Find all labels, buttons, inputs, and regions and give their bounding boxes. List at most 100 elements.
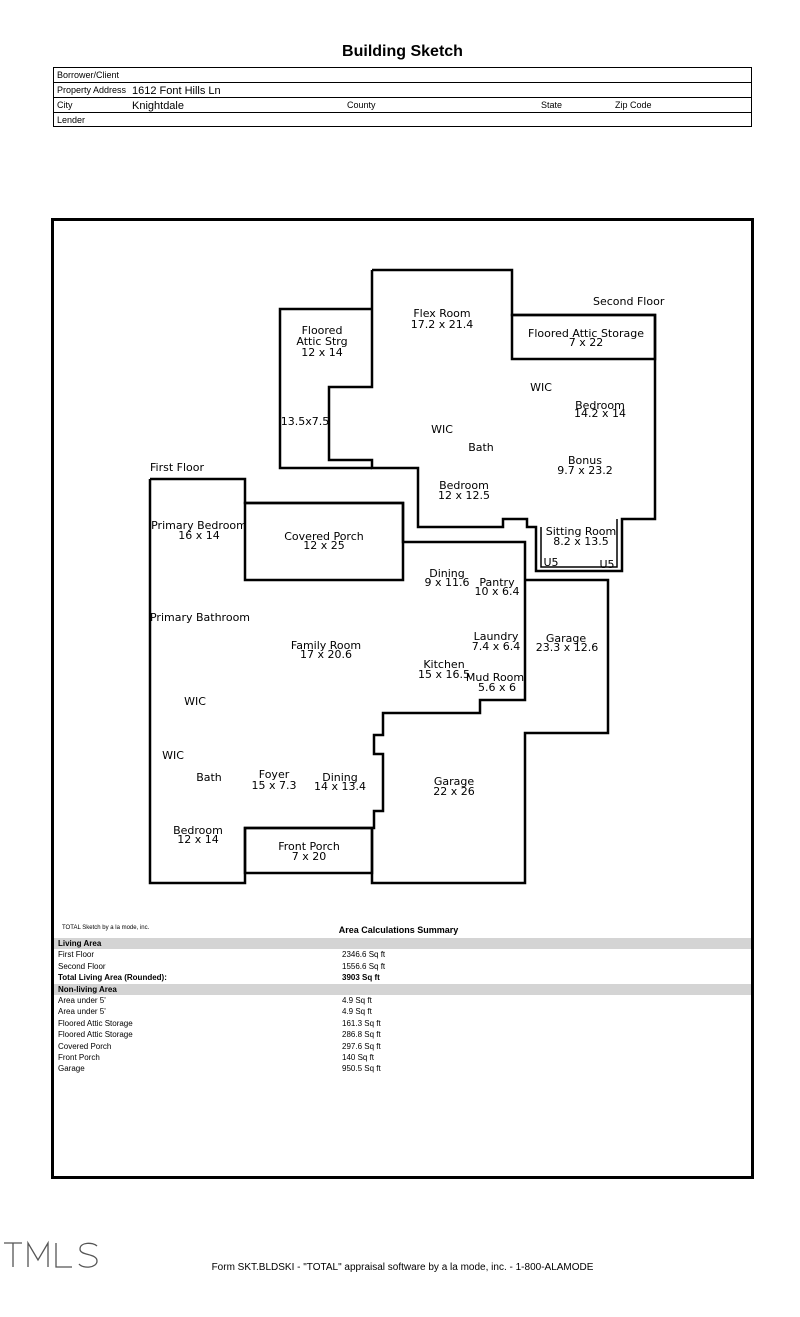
wic-upper-mid: WIC [431,423,453,436]
summary-row-label: Floored Attic Storage [58,1030,133,1040]
address-label: Property Address [57,85,127,95]
summary-row-label: Covered Porch [58,1041,112,1051]
summary-section-header: Living Area [54,938,751,950]
lender-label: Lender [57,115,86,125]
summary-row: Area under 5'4.9 Sq ft [54,995,751,1006]
floored-attic-strg-label-2: Attic Strg [296,335,347,348]
floored-attic-strg-outline [278,307,372,470]
summary-row-label: Floored Attic Storage [58,1018,133,1028]
second-floor-outline [327,268,657,573]
summary-row-value: 1556.6 Sq ft [342,961,386,971]
summary-row-value: 3903 Sq ft [342,973,380,983]
garage-right-label: Garage [546,632,587,645]
room-labels: Second Floor First Floor Flex Room 17.2 … [150,295,665,863]
bonus-dim: 9.7 x 23.2 [557,464,613,477]
garage-bottom-dim: 22 x 26 [433,785,475,798]
summary-row-label: First Floor [58,950,94,960]
summary-row-value: 161.3 Sq ft [342,1018,381,1028]
address-value: 1612 Font Hills Ln [132,85,221,97]
bonus-label: Bonus [568,454,602,467]
floored-attic-storage-label: Floored Attic Storage [528,327,644,340]
footer-note: Form SKT.BLDSKI - "TOTAL" appraisal soft… [211,1262,594,1273]
covered-porch-room [243,501,405,582]
primary-bedroom-dim: 16 x 14 [178,529,220,542]
covered-porch-dim: 12 x 25 [303,539,345,552]
second-floor-label: Second Floor [593,295,665,308]
summary-row: Front Porch 140 Sq ft [54,1052,751,1063]
floored-attic-strg-label-1: Floored [302,324,343,337]
primary-bathroom-label: Primary Bathroom [150,611,250,624]
borrower-row: Borrower/Client [54,68,751,83]
zip-label: Zip Code [615,100,652,110]
bedroom-upper2-label: Bedroom [439,479,489,492]
dim-13-5-label: 13.5x7.5 [281,415,330,428]
city-value: Knightdale [132,100,184,112]
flex-room-dim: 17.2 x 21.4 [411,318,474,331]
wic-lower-2: WIC [162,749,184,762]
family-room-dim: 17 x 20.6 [300,648,352,661]
garage-bottom-label: Garage [434,775,475,788]
mud-room-dim: 5.6 x 6 [478,681,516,694]
foyer-dim: 15 x 7.3 [252,779,297,792]
sitting-room-label: Sitting Room [546,525,617,538]
family-room-label: Family Room [291,639,361,652]
summary-row-label: Living Area [58,939,102,948]
property-info-table: Borrower/Client Property Address 1612 Fo… [53,67,752,127]
sitting-room-dim: 8.2 x 13.5 [553,535,609,548]
borrower-label: Borrower/Client [57,70,120,80]
software-note: TOTAL Sketch by a la mode, inc. [62,925,150,931]
sitting-room-inner [540,519,618,568]
garage-right-dim: 23.3 x 12.6 [536,641,599,654]
front-porch-dim: 7 x 20 [292,850,327,863]
wic-lower-1: WIC [184,695,206,708]
wic-upper-right: WIC [530,381,552,394]
pantry-label: Pantry [479,576,515,589]
summary-row: Floored Attic Storage 161.3 Sq ft [54,1018,751,1029]
bath-upper: Bath [468,441,494,454]
foyer-label: Foyer [259,768,290,781]
pantry-dim: 10 x 6.4 [475,585,520,598]
summary-row: Area under 5'4.9 Sq ft [54,1006,751,1017]
summary-row-label: Area under 5' [58,1007,106,1017]
kitchen-dim: 15 x 16.5 [418,668,470,681]
bedroom-lower-dim: 12 x 14 [177,833,219,846]
u5-right: U5 [599,558,614,571]
floored-attic-strg-dim: 12 x 14 [301,346,343,359]
dining-top-label: Dining [429,567,465,580]
summary-row: Covered Porch 297.6 Sq ft [54,1041,751,1052]
county-label: County [347,100,376,110]
summary-row: Total Living Area (Rounded):3903 Sq ft [54,972,751,983]
lender-row: Lender [54,113,751,128]
primary-bedroom-label: Primary Bedroom [151,519,247,532]
summary-row-value: 297.6 Sq ft [342,1041,381,1051]
floored-attic-storage-room [510,313,657,361]
kitchen-label: Kitchen [423,658,464,671]
dining-top-dim: 9 x 11.6 [425,576,470,589]
tmls-logo [2,1240,102,1275]
city-label: City [57,100,73,110]
summary-title: Area Calculations Summary [338,925,459,935]
flex-room-label: Flex Room [413,307,470,320]
summary-row-value: 140 Sq ft [342,1052,375,1062]
page-title: Building Sketch [342,43,463,60]
front-porch-label: Front Porch [278,840,340,853]
bedroom-upper-label: Bedroom [575,399,625,412]
summary-row-label: Garage [58,1064,85,1074]
laundry-dim: 7.4 x 6.4 [472,640,521,653]
tmls-logo-icon [4,1240,98,1268]
covered-porch-label: Covered Porch [284,530,364,543]
first-floor-label: First Floor [150,461,204,474]
summary-row-label: Front Porch [58,1052,100,1062]
summary-row-label: Second Floor [58,961,106,971]
city-row: City Knightdale County State Zip Code [54,98,751,113]
mud-room-label: Mud Room [466,671,524,684]
dining-bottom-label: Dining [322,771,358,784]
bedroom-lower-label: Bedroom [173,824,223,837]
floored-attic-storage-dim: 7 x 22 [569,336,604,349]
bath-lower: Bath [196,771,222,784]
